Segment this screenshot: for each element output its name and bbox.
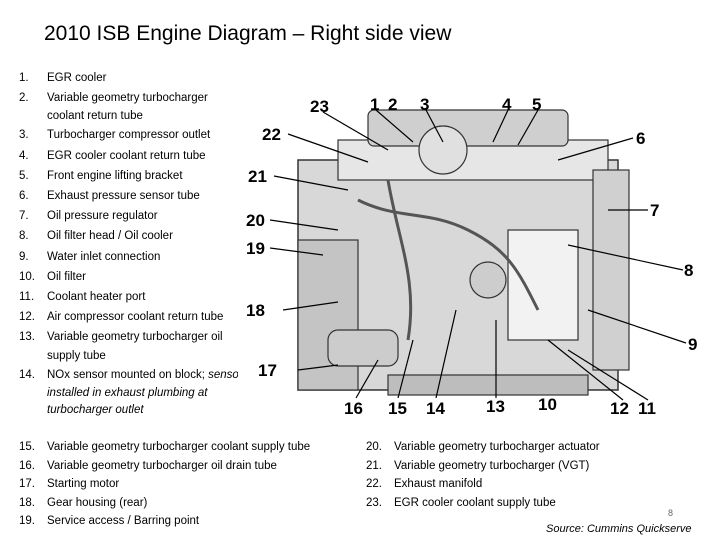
list-item: 18.Gear housing (rear) [19,496,148,509]
list-item: 3.Turbocharger compressor outlet [19,129,211,142]
callout-15: 15 [388,399,407,418]
list-item-label: Service access / Barring point [47,515,200,527]
oil-filter-shape [469,261,507,299]
turbocharger-shape [418,125,468,175]
list-item: 6.Exhaust pressure sensor tube [19,190,200,203]
list-item: 4.EGR cooler coolant return tube [19,149,206,162]
front-pulley-shape [592,169,630,371]
callout-11: 11 [638,399,656,418]
list-item: 8.Oil filter head / Oil cooler [19,230,173,243]
list-item: 11.Coolant heater port [19,291,146,304]
callout-2: 2 [388,95,397,114]
callout-9: 9 [688,335,697,354]
list-item: 10.Oil filter [19,270,86,283]
parts-list-secondary-right: 20.Variable geometry turbocharger actuat… [366,438,666,512]
tube-shape [386,179,413,341]
page-number: 8 [668,508,674,518]
list-item: 21.Variable geometry turbocharger (VGT) [366,459,590,472]
list-item-label: Variable geometry turbocharger coolant s… [47,441,311,453]
slide-title: 2010 ISB Engine Diagram – Right side vie… [44,22,452,45]
list-item: 12.Air compressor coolant return tube [19,311,224,324]
callout-13: 13 [486,397,505,416]
list-item-label: Air compressor coolant return tube [47,311,224,324]
list-item-label: Front engine lifting bracket [47,169,183,182]
list-item-label: Exhaust pressure sensor tube [47,190,200,203]
list-item: 20.Variable geometry turbocharger actuat… [366,441,600,453]
list-item-label: EGR cooler coolant supply tube [394,496,556,509]
list-item-label: Turbocharger compressor outlet [47,129,211,142]
callout-20: 20 [246,211,265,230]
list-item-label-continued: turbocharger outlet [47,403,144,416]
list-item-label: Variable geometry turbocharger [47,92,208,105]
list-item-label: Coolant heater port [47,291,146,304]
list-item: 1.EGR cooler [19,72,107,84]
parts-list-secondary-left: 15.Variable geometry turbocharger coolan… [19,438,379,531]
list-item-label: EGR cooler coolant return tube [47,149,206,162]
engine-diagram-drawing: 23 1 3 4 5 6 7 8 9 11 12 13 14 15 16 17 … [238,80,720,422]
list-item-label: EGR cooler [47,72,107,84]
list-item: 9.Water inlet connection [19,250,161,263]
list-item-label: Exhaust manifold [394,478,483,490]
callout-1: 1 [370,95,379,114]
list-item-label: Variable geometry turbocharger (VGT) [394,459,590,472]
callout-18: 18 [246,301,265,320]
list-item: 22.Exhaust manifold [366,478,483,490]
tube-shape [357,198,540,311]
callout-8: 8 [684,261,693,280]
list-item-label-continued: supply tube [47,349,106,362]
list-item: 19.Service access / Barring point [19,515,200,527]
list-item-label: NOx sensor mounted on block; [47,368,209,381]
list-item-label: Variable geometry turbocharger actuator [394,441,600,453]
list-item-label: Oil filter head / Oil cooler [47,230,173,243]
callout-4: 4 [502,95,512,114]
callout-21: 21 [248,167,267,186]
list-item-label-continued: installed in exhaust plumbing at [47,386,208,399]
list-item-label: Water inlet connection [47,250,161,263]
callout-12: 12 [610,399,629,418]
list-item-label: Oil pressure regulator [47,210,158,223]
starter-shape [327,329,399,367]
callout-7: 7 [650,201,659,220]
source-credit: Source: Cummins Quickserve [546,523,692,535]
list-item: 5.Front engine lifting bracket [19,169,183,182]
list-item: 16.Variable geometry turbocharger oil dr… [19,459,277,472]
list-item: 17.Starting motor [19,478,120,490]
callout-14: 14 [426,399,445,418]
callout-23: 23 [310,97,329,116]
list-item: 7.Oil pressure regulator [19,210,158,223]
oil-cooler-shape [507,229,579,341]
callout-5: 5 [532,95,541,114]
list-item-label-continued: coolant return tube [47,110,143,123]
engine-diagram: 23 1 3 4 5 6 7 8 9 11 12 13 14 15 16 17 … [238,80,720,422]
egr-cooler-shape [367,109,569,147]
leader-lines [269,109,687,401]
gear-housing-shape [297,239,359,391]
callout-19: 19 [246,239,265,258]
list-item-label: Gear housing (rear) [47,496,148,509]
callout-17: 17 [258,361,277,380]
list-item: 23.EGR cooler coolant supply tube [366,496,556,509]
list-item: 15.Variable geometry turbocharger coolan… [19,441,311,453]
oil-pan-shape [387,374,589,396]
parts-list-primary: 1.EGR cooler 2.Variable geometry turboch… [19,68,269,419]
callout-22: 22 [262,125,281,144]
list-item-label: Oil filter [47,270,86,283]
callout-3: 3 [420,95,429,114]
callout-6: 6 [636,129,645,148]
list-item-label: Variable geometry turbocharger oil drain… [47,459,277,472]
callout-10: 10 [538,395,557,414]
callout-16: 16 [344,399,363,418]
list-item-label-italic: sensor [208,368,243,381]
list-item-label: Variable geometry turbocharger oil [47,331,223,344]
list-item-label: Starting motor [47,478,120,490]
